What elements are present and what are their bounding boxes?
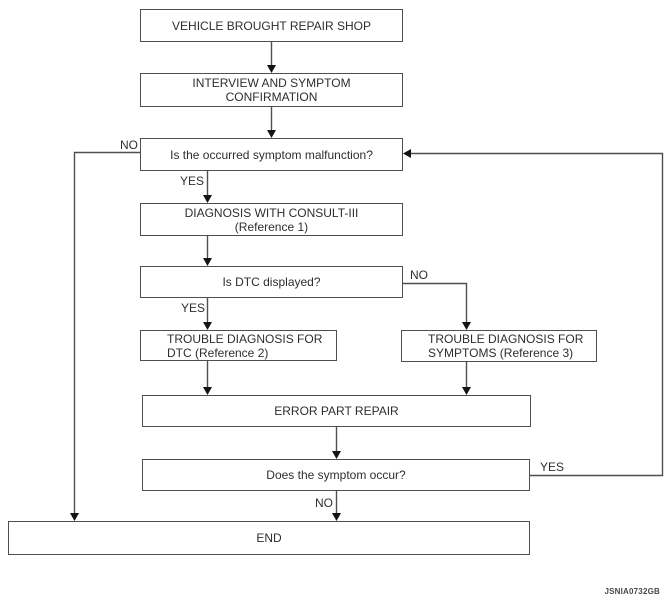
figure-code: JSNIA0732GB xyxy=(604,587,660,596)
connector-occur-no-to-end xyxy=(332,491,341,521)
node-end: END xyxy=(8,521,530,555)
node-vehicle-brought-repair-shop: VEHICLE BROUGHT REPAIR SHOP xyxy=(140,9,403,42)
node-symptom-occur-decision: Does the symptom occur? xyxy=(142,459,530,491)
arrowhead xyxy=(462,322,471,330)
arrowhead xyxy=(267,130,276,138)
node-trouble-diagnosis-for-symptoms: TROUBLE DIAGNOSIS FOR SYMPTOMS (Referenc… xyxy=(401,330,597,362)
node-diagnosis-with-consult-iii: DIAGNOSIS WITH CONSULT-III (Reference 1) xyxy=(140,203,403,236)
arrowhead xyxy=(332,513,341,521)
connector-start-to-interview xyxy=(267,42,276,73)
arrowhead xyxy=(203,387,212,395)
connector-repair-to-occur-decision xyxy=(332,427,341,459)
arrowhead xyxy=(203,258,212,266)
arrowhead xyxy=(332,451,341,459)
connector-diagnosis-to-dtc-decision xyxy=(203,236,212,266)
connector-symptoms-diagnosis-to-repair xyxy=(462,362,471,395)
edge-label-dtc-no: NO xyxy=(410,268,428,282)
edge-label-malfunction-no: NO xyxy=(120,138,138,152)
connector-malfunction-no-to-end xyxy=(70,151,140,521)
connector-occur-yes-to-malfunction xyxy=(403,149,664,477)
connector-dtc-no-to-symptoms-diagnosis xyxy=(403,282,471,330)
arrowhead xyxy=(267,65,276,73)
node-interview-symptom-confirmation: INTERVIEW AND SYMPTOM CONFIRMATION xyxy=(140,73,403,107)
arrowhead xyxy=(70,513,79,521)
node-symptom-malfunction-decision: Is the occurred symptom malfunction? xyxy=(140,138,403,171)
arrowhead xyxy=(203,195,212,203)
connector-dtc-diagnosis-to-repair xyxy=(203,361,212,395)
edge-label-dtc-yes: YES xyxy=(181,301,206,315)
node-dtc-displayed-decision: Is DTC displayed? xyxy=(140,266,403,298)
edge-label-occur-no: NO xyxy=(315,496,333,510)
arrowhead xyxy=(403,149,411,158)
connector-interview-to-malfunction xyxy=(267,107,276,138)
node-trouble-diagnosis-for-dtc: TROUBLE DIAGNOSIS FOR DTC (Reference 2) xyxy=(140,330,337,361)
edge-label-malfunction-yes: YES xyxy=(180,174,205,188)
arrowhead xyxy=(462,387,471,395)
connector-malfunction-yes-to-diagnosis xyxy=(203,171,212,203)
arrowhead xyxy=(203,322,212,330)
edge-label-occur-yes: YES xyxy=(540,460,565,474)
node-error-part-repair: ERROR PART REPAIR xyxy=(142,395,531,427)
connector-dtc-yes-to-dtc-diagnosis xyxy=(203,298,212,330)
